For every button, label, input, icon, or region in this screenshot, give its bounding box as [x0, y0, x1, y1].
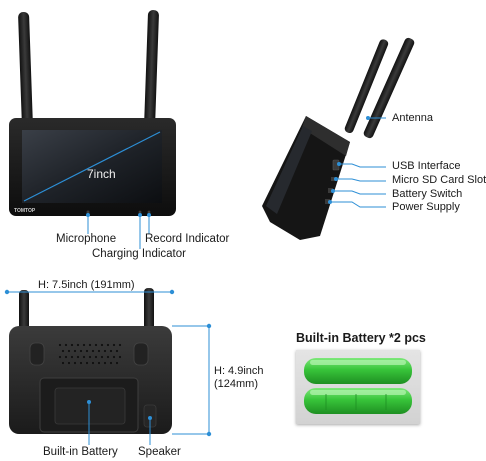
microphone-callout-dot	[86, 213, 90, 217]
record-indicator-label: Record Indicator	[145, 233, 230, 245]
height-dimension-label-line2: (124mm)	[214, 378, 259, 390]
monitor-front-view: TOMTOP	[9, 10, 176, 249]
microphone-hole	[86, 210, 90, 214]
speaker-grill	[58, 343, 122, 365]
front-right-antenna	[144, 10, 159, 131]
charging-indicator-led	[147, 210, 151, 214]
usb-interface-label: USB Interface	[392, 160, 461, 172]
micro-sd-label: Micro SD Card Slot	[392, 174, 486, 186]
width-dim-dot-right	[169, 289, 175, 295]
power-callout-line	[330, 201, 386, 208]
microphone-label: Microphone	[56, 233, 117, 245]
side-monitor-screen	[266, 126, 312, 214]
power-supply-port	[325, 199, 330, 204]
micro-sd-slot	[331, 177, 336, 181]
battery-cell-bottom	[304, 388, 412, 414]
battery-cell-top	[304, 358, 412, 384]
screen-size-label: 7inch	[87, 167, 116, 181]
width-dim-dot-left	[4, 289, 10, 295]
monitor-back-view	[4, 288, 212, 445]
charging-callout-dot	[138, 213, 142, 217]
speaker-label: Speaker	[138, 446, 181, 458]
height-dim-dot-bottom	[206, 431, 212, 437]
record-callout-dot	[147, 213, 151, 217]
side-monitor-body	[262, 116, 350, 240]
back-right-mount	[133, 342, 149, 366]
side-monitor-edge	[302, 116, 350, 156]
battery-cells	[304, 358, 412, 414]
switch-callout-dot	[331, 189, 335, 193]
speaker-callout-dot	[148, 416, 152, 420]
built-in-battery-label: Built-in Battery	[43, 446, 118, 458]
batteries-title: Built-in Battery *2 pcs	[296, 331, 426, 345]
batteries-photo	[296, 350, 420, 424]
screen-diagonal-line	[23, 131, 161, 202]
brand-logo: TOMTOP	[14, 208, 36, 214]
antenna-label: Antenna	[392, 112, 433, 124]
side-antenna-front	[363, 37, 415, 139]
battery-callout-dot	[87, 400, 91, 404]
height-dim-dot-top	[206, 323, 212, 329]
sd-callout-line	[336, 178, 386, 182]
width-dimension-label: H: 7.5inch (191mm)	[38, 279, 135, 291]
power-callout-dot	[328, 200, 332, 204]
power-supply-label: Power Supply	[392, 201, 460, 213]
battery-switch	[328, 188, 333, 193]
sd-callout-dot	[334, 177, 338, 181]
front-left-antenna	[18, 11, 33, 130]
battery-cover	[54, 387, 126, 425]
usb-callout-line	[339, 163, 386, 168]
record-indicator-led	[138, 210, 142, 214]
antenna-callout-dot	[366, 116, 370, 120]
height-dimension-label-line1: H: 4.9inch	[214, 365, 264, 377]
battery-switch-label: Battery Switch	[392, 188, 463, 200]
side-antenna-back	[344, 39, 389, 134]
back-left-mount	[29, 342, 45, 366]
charging-indicator-label: Charging Indicator	[92, 248, 186, 260]
monitor-side-view	[262, 37, 415, 240]
switch-callout-line	[333, 190, 386, 195]
usb-callout-dot	[337, 162, 341, 166]
